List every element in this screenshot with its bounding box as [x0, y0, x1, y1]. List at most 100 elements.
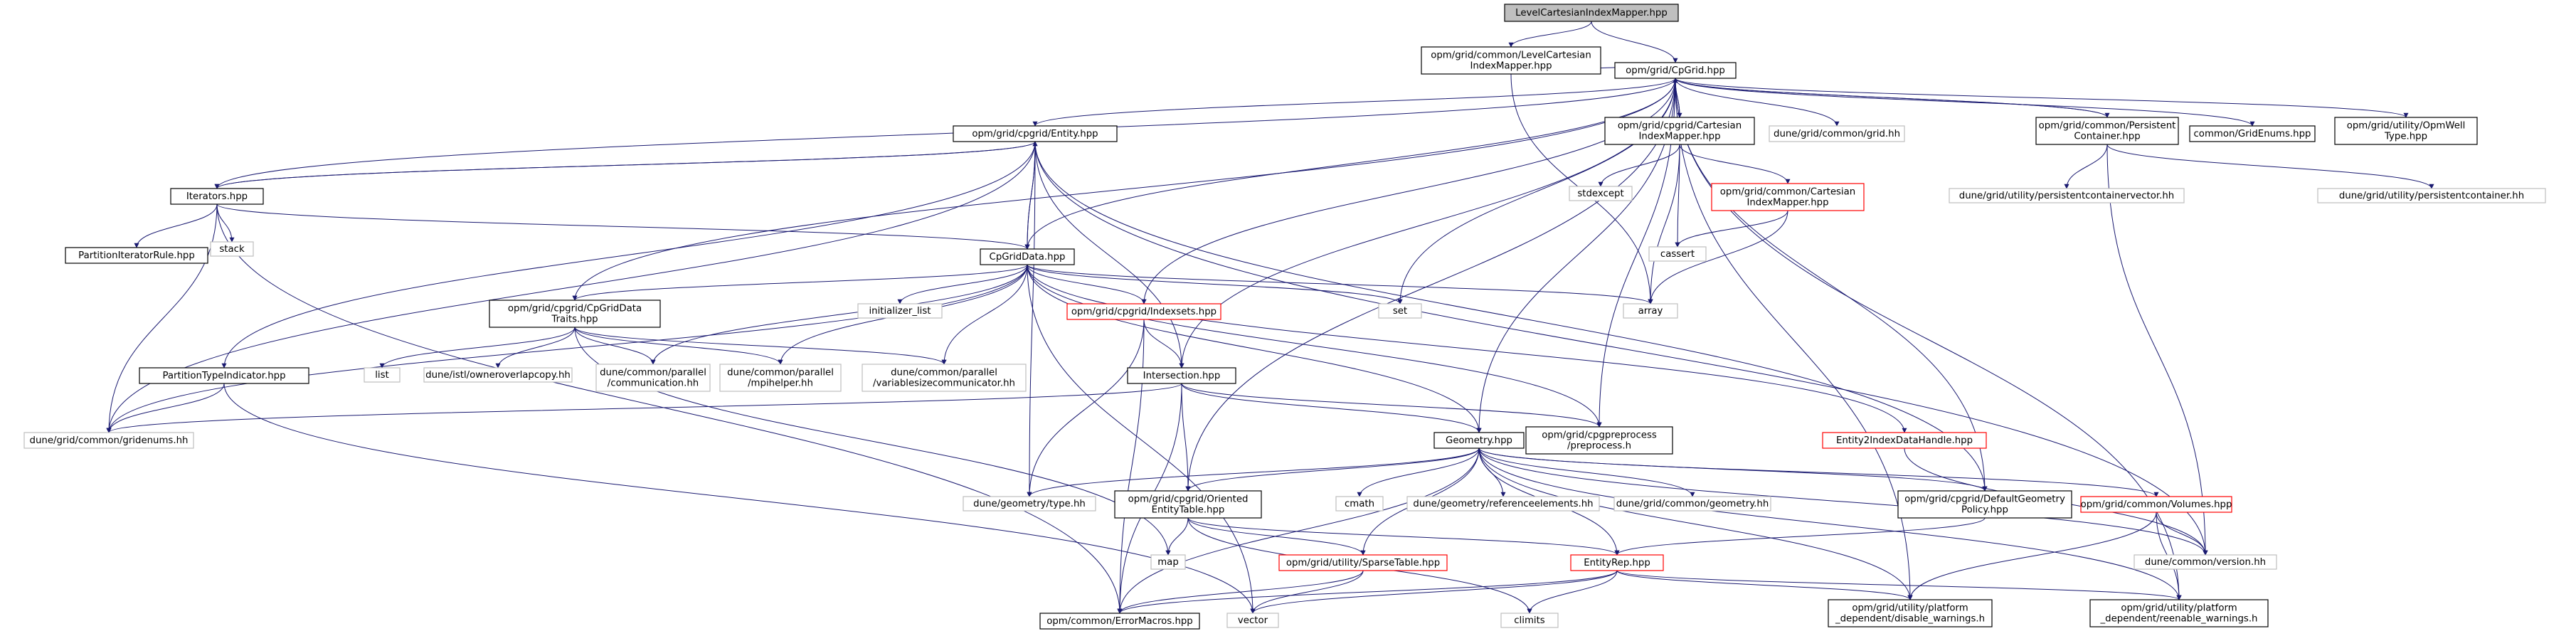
edge-intersection-to-gridenums	[106, 383, 1182, 433]
node-box	[1039, 613, 1200, 630]
edge-entityrep-to-errormacros	[1117, 570, 1618, 614]
node-preprocess[interactable]: opm/grid/cpgpreprocess/preprocess.h	[1525, 426, 1673, 455]
node-intersection[interactable]: Intersection.hpp	[1127, 367, 1236, 384]
node-label: stdexcept	[1577, 189, 1623, 199]
node-box	[1828, 599, 1993, 627]
node-geometry[interactable]: Geometry.hpp	[1433, 432, 1525, 449]
node-parttype[interactable]: PartitionTypeIndicator.hpp	[139, 367, 309, 384]
node-box	[1949, 188, 2185, 203]
node-cmath[interactable]: cmath	[1335, 496, 1384, 512]
node-list[interactable]: list	[364, 367, 401, 383]
edge-cpgrid-to-reenablew	[1675, 78, 2182, 600]
node-label: dune/grid/common/geometry.hh	[1616, 499, 1769, 509]
node-cpgrid_cim[interactable]: opm/grid/cpgrid/CartesianIndexMapper.hpp	[1604, 117, 1755, 145]
node-box	[2134, 554, 2277, 570]
node-label: opm/grid/common/LevelCartesian	[1431, 51, 1591, 61]
node-label: map	[1157, 557, 1179, 568]
node-label: cmath	[1345, 499, 1374, 509]
node-cpgriddata[interactable]: CpGridData.hpp	[980, 248, 1075, 265]
node-box	[1504, 4, 1679, 22]
node-box	[2189, 125, 2316, 142]
nodes-layer: LevelCartesianIndexMapper.hpp opm/grid/co…	[23, 4, 2546, 630]
node-communication[interactable]: dune/common/parallel/communication.hh	[595, 364, 711, 392]
node-stdexcept[interactable]: stdexcept	[1569, 186, 1633, 201]
edge-entity-to-parttype	[221, 141, 1036, 369]
node-label: Entity2IndexDataHandle.hpp	[1836, 435, 1973, 446]
node-mpihelper[interactable]: dune/common/parallel/mpihelper.hh	[719, 364, 842, 392]
node-version[interactable]: dune/common/version.hh	[2134, 554, 2277, 570]
node-disablew[interactable]: opm/grid/utility/platform_dependent/disa…	[1828, 599, 1993, 627]
node-label: dune/grid/utility/persistentcontainer.hh	[2339, 191, 2524, 201]
node-geomtype[interactable]: dune/geometry/type.hh	[963, 496, 1096, 512]
node-label: opm/grid/common/Cartesian	[1720, 187, 1855, 198]
node-label: opm/grid/utility/platform	[2121, 603, 2237, 614]
node-refelems[interactable]: dune/geometry/referenceelements.hh	[1406, 496, 1600, 512]
node-cassert[interactable]: cassert	[1648, 246, 1707, 262]
node-sparse[interactable]: opm/grid/utility/SparseTable.hpp	[1278, 554, 1448, 571]
node-box	[1769, 125, 1905, 142]
node-varsize[interactable]: dune/common/parallel/variablesizecommuni…	[862, 364, 1027, 392]
node-label: dune/common/parallel	[727, 368, 834, 378]
node-partiter[interactable]: PartitionIteratorRule.hpp	[65, 247, 208, 264]
node-array[interactable]: array	[1623, 303, 1678, 319]
node-stack[interactable]: stack	[210, 241, 254, 257]
node-dune_grid[interactable]: dune/grid/common/grid.hh	[1769, 125, 1905, 142]
node-climits[interactable]: climits	[1500, 613, 1559, 628]
edge-root-to-cpgrid	[1591, 21, 1678, 63]
node-cpgrid[interactable]: opm/grid/CpGrid.hpp	[1614, 62, 1737, 79]
node-reenablew[interactable]: opm/grid/utility/platform_dependent/reen…	[2089, 599, 2269, 627]
node-label: opm/grid/CpGrid.hpp	[1626, 65, 1725, 76]
node-label: common/GridEnums.hpp	[2194, 129, 2311, 139]
node-volumes[interactable]: opm/grid/common/Volumes.hpp	[2080, 496, 2232, 513]
node-box	[980, 248, 1075, 265]
node-label: opm/grid/cpgrid/Indexsets.hpp	[1071, 307, 1217, 317]
edge-cpgrid-to-traits	[572, 78, 1676, 301]
node-dunegeom[interactable]: dune/grid/common/geometry.hh	[1613, 496, 1771, 512]
edge-volumes-to-version	[2156, 512, 2208, 556]
node-pcont[interactable]: dune/grid/utility/persistentcontainer.hh	[2317, 188, 2546, 203]
node-box	[1648, 246, 1707, 262]
edge-cpgriddata-to-entity	[1027, 141, 1038, 250]
node-map[interactable]: map	[1150, 554, 1186, 570]
node-indexsets[interactable]: opm/grid/cpgrid/Indexsets.hpp	[1066, 303, 1221, 320]
node-label: Container.hpp	[2074, 132, 2140, 142]
edge-indexsets-to-intersection	[1143, 319, 1184, 369]
node-errormacros[interactable]: opm/common/ErrorMacros.hpp	[1039, 613, 1200, 630]
node-owneroverlap[interactable]: dune/istl/owneroverlapcopy.hh	[423, 367, 573, 383]
edge-entity-to-intersection	[1034, 141, 1184, 369]
edge-geometry-to-oriented	[1185, 447, 1480, 492]
node-e2idh[interactable]: Entity2IndexDataHandle.hpp	[1822, 432, 1987, 449]
node-box	[1433, 432, 1525, 449]
node-label: Traits.hpp	[551, 314, 598, 325]
node-common_cim[interactable]: opm/grid/common/CartesianIndexMapper.hpp	[1711, 183, 1865, 211]
node-root[interactable]: LevelCartesianIndexMapper.hpp	[1504, 4, 1679, 22]
node-label: set	[1393, 306, 1407, 317]
node-label: dune/grid/common/gridenums.hh	[30, 435, 189, 446]
node-gridenums[interactable]: dune/grid/common/gridenums.hh	[23, 432, 194, 449]
edge-entity-to-version	[1034, 141, 2208, 556]
node-pcvector[interactable]: dune/grid/utility/persistentcontainervec…	[1949, 188, 2185, 203]
node-levelcim[interactable]: opm/grid/common/LevelCartesianIndexMappe…	[1421, 46, 1601, 75]
node-box	[1066, 303, 1221, 320]
node-entityrep[interactable]: EntityRep.hpp	[1570, 554, 1664, 571]
node-vector[interactable]: vector	[1226, 613, 1279, 628]
edge-cpgrid-to-cpgriddata	[1024, 78, 1676, 250]
node-box	[1614, 62, 1737, 79]
edge-entityrep-to-disablew	[1616, 570, 1913, 600]
node-gridenums_top[interactable]: common/GridEnums.hpp	[2189, 125, 2316, 142]
node-defgeom[interactable]: opm/grid/cpgrid/DefaultGeometryPolicy.hp…	[1897, 490, 2072, 519]
node-iterators[interactable]: Iterators.hpp	[170, 188, 264, 205]
edge-cpgrid_cim-to-stdexcept	[1598, 144, 1680, 187]
node-initlist[interactable]: initializer_list	[857, 303, 943, 319]
node-box	[963, 496, 1096, 512]
edge-oriented-to-entityrep	[1187, 517, 1620, 556]
edge-geometry-to-version	[1478, 447, 2208, 556]
edge-geometry-to-reenablew	[1478, 447, 2182, 600]
node-set[interactable]: set	[1378, 303, 1422, 319]
node-entity[interactable]: opm/grid/cpgrid/Entity.hpp	[953, 125, 1118, 142]
node-box	[1822, 432, 1987, 449]
